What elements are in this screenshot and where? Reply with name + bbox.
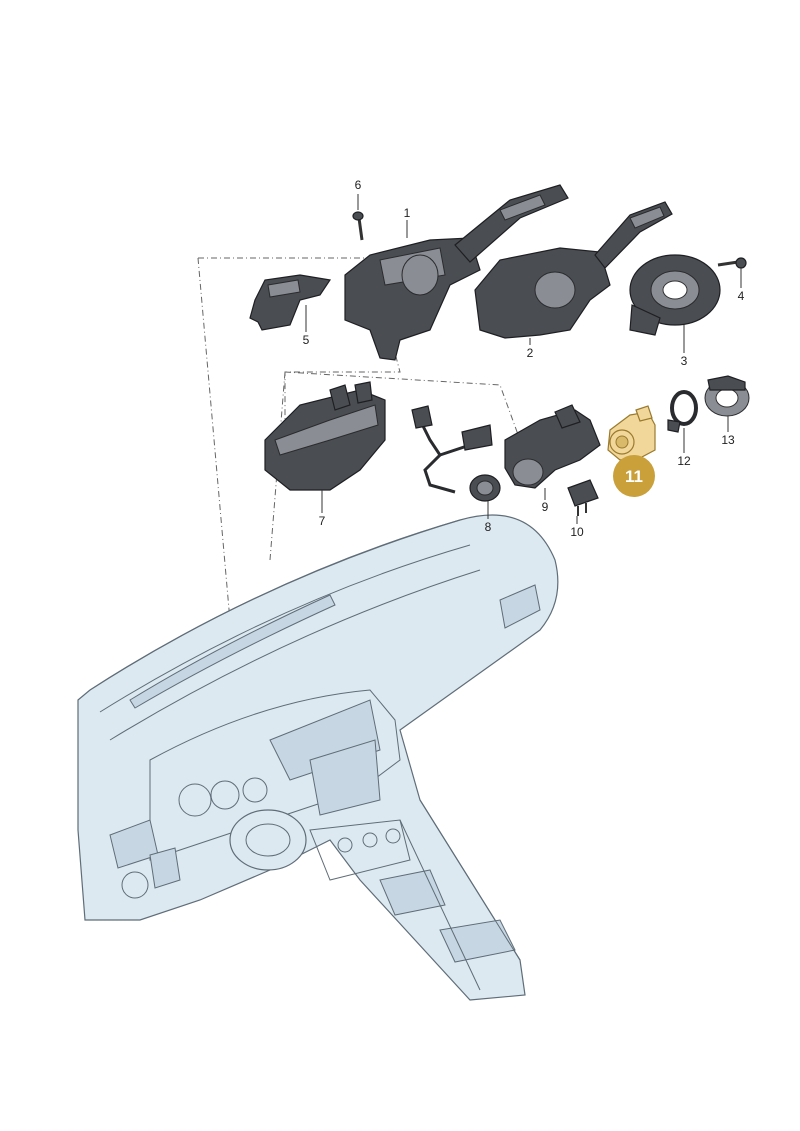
callout-11: 11 — [625, 467, 643, 486]
part-6-screw — [352, 211, 364, 241]
part-10-switch — [567, 479, 599, 516]
part-3-clock-spring — [629, 254, 721, 336]
part-9-lock-housing — [504, 404, 601, 489]
callout-5: 5 — [303, 333, 310, 347]
callout-labels: 1 2 3 4 5 6 7 8 9 10 11 12 13 — [303, 178, 745, 539]
callout-2: 2 — [527, 346, 534, 360]
leader-lines — [305, 194, 742, 524]
part-5-bracket — [249, 274, 332, 331]
callout-9: 9 — [542, 500, 549, 514]
callout-6: 6 — [355, 178, 362, 192]
part-4-screw — [717, 257, 747, 269]
dashboard-illustration — [77, 514, 559, 1001]
callout-3: 3 — [681, 354, 688, 368]
part-1-steering-column-switch-left — [344, 184, 569, 361]
callout-11-badge — [613, 455, 655, 497]
part-11-lock-cylinder — [607, 405, 656, 461]
callout-12: 12 — [677, 454, 691, 468]
callout-8: 8 — [485, 520, 492, 534]
callout-10: 10 — [570, 525, 584, 539]
callout-1: 1 — [404, 206, 411, 220]
part-13-cover-ring — [704, 375, 750, 417]
callout-7: 7 — [319, 514, 326, 528]
callout-13: 13 — [721, 433, 735, 447]
part-12-ring — [667, 390, 698, 433]
part-2-steering-column-switch-right — [474, 201, 673, 339]
part-8-ring-wiring — [411, 405, 501, 502]
callout-4: 4 — [738, 289, 745, 303]
part-7-control-unit — [264, 381, 386, 491]
